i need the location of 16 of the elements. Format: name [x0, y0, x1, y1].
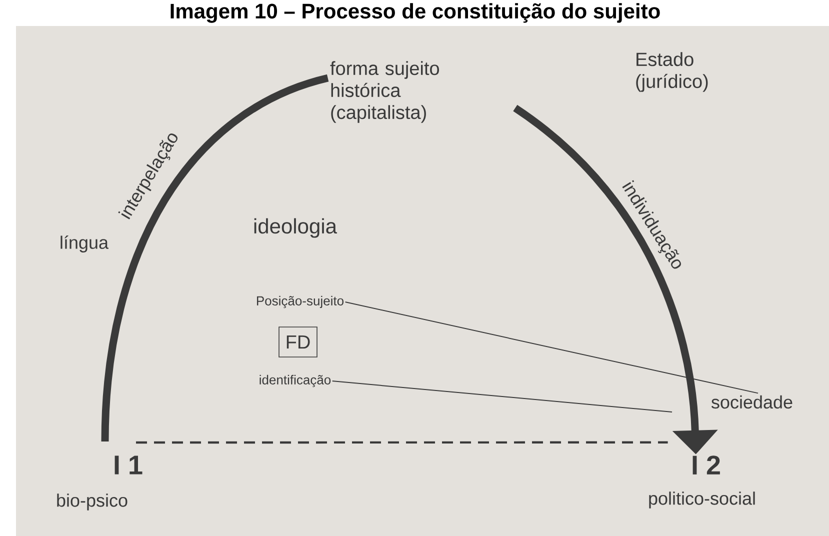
leader-line: [344, 302, 758, 394]
identification-label: identificação: [260, 374, 331, 388]
language-label: língua: [60, 236, 108, 252]
title: Imagem 10 – Processo de constituição do sujeito: [170, 3, 660, 23]
dashed-line: [136, 441, 668, 444]
point-label: I 2: [692, 456, 720, 474]
society-label: sociedade: [711, 395, 792, 409]
concept-label: forma sujeito histórica (capitalista): [330, 61, 440, 123]
state-label: Estado (jurídico): [636, 52, 708, 92]
caption-label: politico-social: [649, 492, 755, 508]
position-label: Posição-sujeito: [257, 296, 344, 308]
leader-line: [332, 380, 672, 412]
fd-box: FD: [278, 326, 318, 358]
point-label: I 1: [114, 456, 142, 474]
ideology-label: ideologia: [254, 218, 338, 238]
caption-label: bio-psico: [57, 494, 128, 510]
